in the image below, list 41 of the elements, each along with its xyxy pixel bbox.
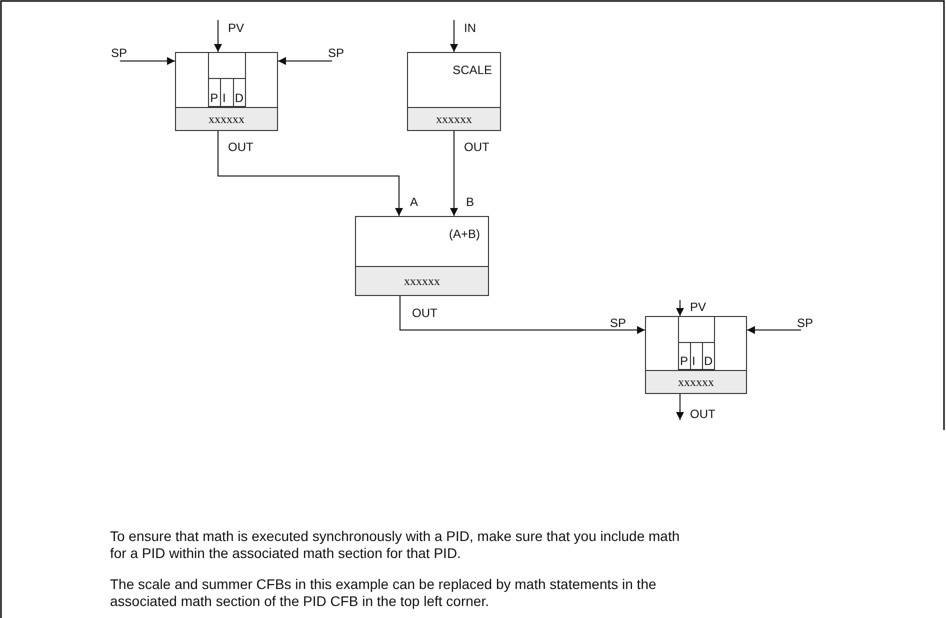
port-label: PV xyxy=(690,300,706,314)
pid-term-label: P xyxy=(210,91,218,105)
port-label: OUT xyxy=(464,140,490,154)
arrow xyxy=(120,57,176,65)
port-label: SP xyxy=(111,46,128,60)
port-label: SP xyxy=(610,316,626,330)
arrow xyxy=(400,296,646,334)
block-tag-field: xxxxxx xyxy=(176,107,277,130)
function-block xyxy=(407,52,501,131)
block-tag-field: xxxxxx xyxy=(646,370,746,393)
function-block xyxy=(175,52,278,131)
arrow xyxy=(450,130,458,216)
port-label: PV xyxy=(228,21,244,35)
arrow xyxy=(218,130,403,216)
pid-term-label: D xyxy=(234,91,244,105)
port-label: SP xyxy=(328,46,344,60)
port-label: A xyxy=(410,195,418,209)
arrow xyxy=(746,326,802,334)
block-tag-field: xxxxxx xyxy=(408,107,500,130)
function-block xyxy=(645,316,747,394)
arrow xyxy=(450,20,458,52)
function-label: (A+B) xyxy=(448,227,480,241)
block-tag-field: xxxxxx xyxy=(356,266,488,295)
port-label: B xyxy=(466,195,474,209)
port-label: OUT xyxy=(412,306,438,320)
arrow xyxy=(278,57,332,65)
function-label: SCALE xyxy=(452,63,492,77)
note-paragraph: The scale and summer CFBs in this example can be replaced by math statements in the associated math section of the PID CFB in the top left corner. xyxy=(110,576,658,610)
pid-term-label: P xyxy=(680,354,688,368)
arrow xyxy=(676,394,684,420)
arrow xyxy=(676,300,684,316)
port-label: OUT xyxy=(228,140,254,154)
function-block xyxy=(355,216,489,296)
pid-term-label: D xyxy=(704,354,713,368)
pid-term-label: I xyxy=(692,354,696,368)
pid-term-label: I xyxy=(222,91,226,105)
note-paragraph: To ensure that math is executed synchronously with a PID, make sure that you include math for a PID within the associated math section for that PID. xyxy=(110,528,681,562)
arrow xyxy=(214,20,222,52)
port-label: OUT xyxy=(690,407,716,421)
port-label: IN xyxy=(464,21,476,35)
port-label: SP xyxy=(797,316,814,330)
